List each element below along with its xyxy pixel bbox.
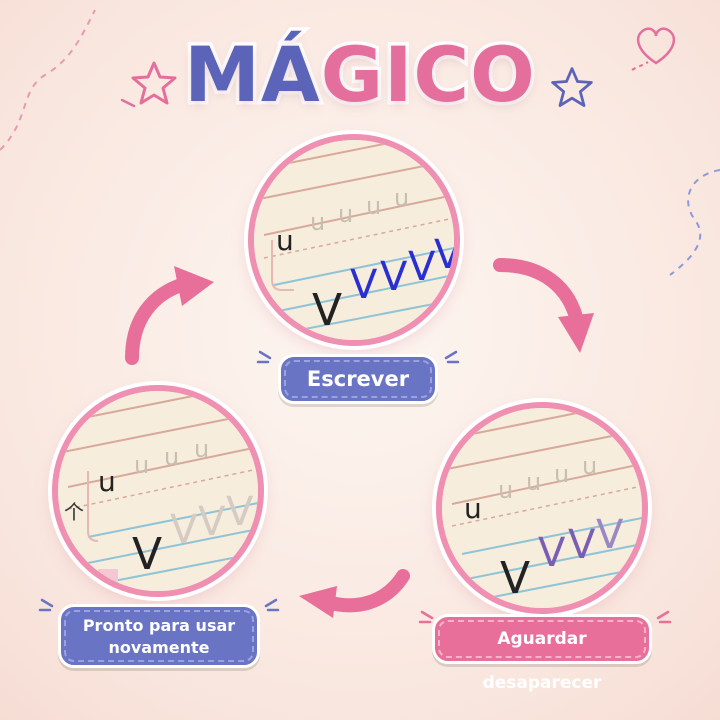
- svg-text:u: u: [526, 468, 541, 496]
- sparkle-icon: [264, 598, 280, 612]
- star-outline-blue-icon: [551, 67, 593, 107]
- worksheet-illustration: 个 u u u u V V V V: [58, 391, 258, 591]
- svg-text:u: u: [194, 435, 209, 463]
- svg-text:u: u: [338, 200, 353, 228]
- svg-text:V: V: [226, 489, 254, 535]
- svg-text:V: V: [568, 522, 596, 568]
- svg-text:u: u: [554, 460, 569, 488]
- svg-text:u: u: [98, 465, 116, 498]
- svg-text:V: V: [538, 530, 566, 576]
- sparkle-icon: [656, 610, 672, 624]
- step-wait-text: Aguardar desaparecer: [482, 629, 602, 693]
- dashed-swirl-left: [0, 9, 96, 151]
- step-ready-text-line2: novamente: [108, 638, 210, 657]
- svg-text:V: V: [132, 529, 162, 580]
- svg-text:u: u: [394, 184, 409, 212]
- star-outline-pink-icon: [131, 61, 177, 105]
- sparkle-icon: [256, 350, 272, 364]
- svg-text:u: u: [498, 476, 513, 504]
- heart-outline-icon: [631, 27, 676, 71]
- svg-text:u: u: [582, 452, 597, 480]
- sparkle-icon: [38, 598, 54, 612]
- worksheet-illustration: u u u u u V V V V V: [254, 140, 454, 340]
- svg-text:u: u: [464, 492, 482, 525]
- svg-text:V: V: [170, 507, 198, 553]
- svg-text:V: V: [596, 512, 624, 558]
- curved-arrow-icon: [299, 569, 410, 618]
- svg-text:V: V: [408, 244, 436, 290]
- svg-text:V: V: [380, 254, 408, 300]
- step-ready-photo: 个 u u u u V V V V: [52, 385, 264, 597]
- side-glyph: 个: [64, 500, 84, 524]
- sparkle-icon: [120, 98, 136, 108]
- step-write-text: Escrever: [306, 367, 410, 391]
- svg-text:V: V: [434, 232, 454, 278]
- curved-arrow-icon: [493, 258, 594, 353]
- svg-text:V: V: [500, 553, 530, 604]
- step-wait-photo: u u u u u V V V V: [436, 402, 648, 614]
- step-write-label: Escrever: [278, 354, 438, 404]
- step-write-photo: u u u u u V V V V V: [248, 134, 460, 346]
- dashed-swirl-right: [669, 169, 720, 276]
- svg-text:V: V: [312, 285, 342, 336]
- page-title: MÁGICO: [0, 27, 720, 123]
- svg-text:V: V: [350, 262, 378, 308]
- title-part-pink: GICO: [317, 27, 538, 123]
- sample-letter-u: u: [276, 224, 294, 257]
- curved-arrow-icon: [125, 266, 214, 365]
- worksheet-illustration: u u u u u V V V V: [442, 408, 642, 608]
- svg-text:V: V: [198, 499, 226, 545]
- step-ready-label: Pronto para usar novamente: [58, 604, 260, 668]
- svg-text:u: u: [134, 451, 149, 479]
- sparkle-icon: [444, 350, 460, 364]
- svg-text:u: u: [310, 208, 325, 236]
- title-part-blue: MÁ: [181, 27, 323, 123]
- svg-text:u: u: [164, 443, 179, 471]
- step-ready-text-line1: Pronto para usar: [82, 616, 236, 635]
- svg-text:u: u: [366, 192, 381, 220]
- sparkle-icon: [418, 610, 434, 624]
- step-wait-label: Aguardar desaparecer: [432, 614, 652, 693]
